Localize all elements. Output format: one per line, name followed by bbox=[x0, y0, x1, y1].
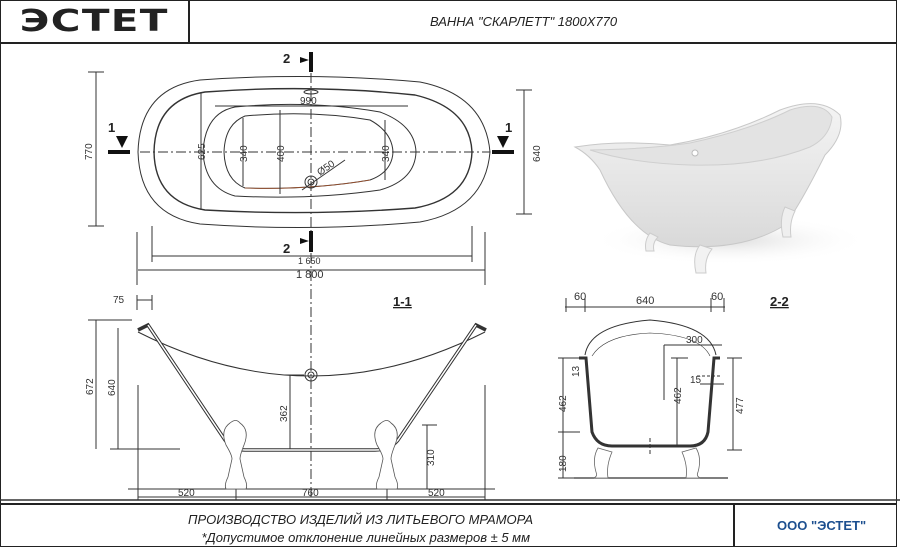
footer-tolerance-note: *Допустимое отклонение линейных размеров… bbox=[201, 530, 531, 545]
title-block: ВАННА "СКАРЛЕТТ" 1800X770 bbox=[190, 2, 896, 44]
dim-340-left: 340 bbox=[239, 145, 250, 162]
dim-300: 300 bbox=[686, 335, 703, 346]
dim-180: 180 bbox=[558, 455, 569, 472]
dim-362: 362 bbox=[279, 405, 290, 422]
dim-drain: Ø50 bbox=[315, 158, 337, 178]
dim-340-right: 340 bbox=[381, 145, 392, 162]
dim-672: 672 bbox=[85, 378, 96, 395]
company-logo: ЭСТЕТ bbox=[19, 3, 169, 39]
dim-75: 75 bbox=[113, 295, 125, 306]
section-marker-1-right: 1 bbox=[505, 120, 512, 135]
dim-1800: 1 800 bbox=[296, 269, 324, 281]
dim-1650: 1 650 bbox=[298, 256, 321, 266]
dim-640: 640 bbox=[532, 145, 543, 162]
dim-60-left: 60 bbox=[574, 291, 586, 303]
footer-company: ООО "ЭСТЕТ" bbox=[735, 503, 897, 547]
footer-production-note: ПРОИЗВОДСТВО ИЗДЕЛИЙ ИЗ ЛИТЬЕВОГО МРАМОР… bbox=[188, 512, 533, 527]
section-marker-2-bottom: 2 bbox=[283, 241, 290, 256]
section-label-1-1: 1-1 bbox=[393, 294, 412, 309]
dim-400: 400 bbox=[276, 145, 287, 162]
dim-462-center: 462 bbox=[673, 387, 684, 404]
dim-760: 760 bbox=[302, 488, 319, 499]
section-label-2-2: 2-2 bbox=[770, 294, 789, 309]
dim-640-height: 640 bbox=[107, 379, 118, 396]
dim-770: 770 bbox=[84, 143, 95, 160]
dim-310: 310 bbox=[426, 449, 437, 466]
footer-notes: ПРОИЗВОДСТВО ИЗДЕЛИЙ ИЗ ЛИТЬЕВОГО МРАМОР… bbox=[0, 503, 735, 547]
bathtub-photo bbox=[573, 103, 860, 274]
drawing-title: ВАННА "СКАРЛЕТТ" 1800X770 bbox=[430, 14, 618, 29]
company-name: ООО "ЭСТЕТ" bbox=[777, 518, 867, 533]
section-marker-1-left: 1 bbox=[108, 120, 115, 135]
dim-990: 990 bbox=[300, 96, 317, 107]
dim-13: 13 bbox=[571, 365, 582, 377]
dim-15: 15 bbox=[690, 375, 702, 386]
logo-cell: ЭСТЕТ bbox=[0, 0, 190, 44]
dim-60-right: 60 bbox=[711, 291, 723, 303]
dim-520-left: 520 bbox=[178, 488, 195, 499]
section-marker-2-top: 2 bbox=[283, 51, 290, 66]
dim-640-22: 640 bbox=[636, 295, 654, 307]
dim-462-left: 462 bbox=[558, 395, 569, 412]
dim-520-right: 520 bbox=[428, 488, 445, 499]
dim-625: 625 bbox=[197, 143, 208, 160]
dim-477: 477 bbox=[735, 397, 746, 414]
